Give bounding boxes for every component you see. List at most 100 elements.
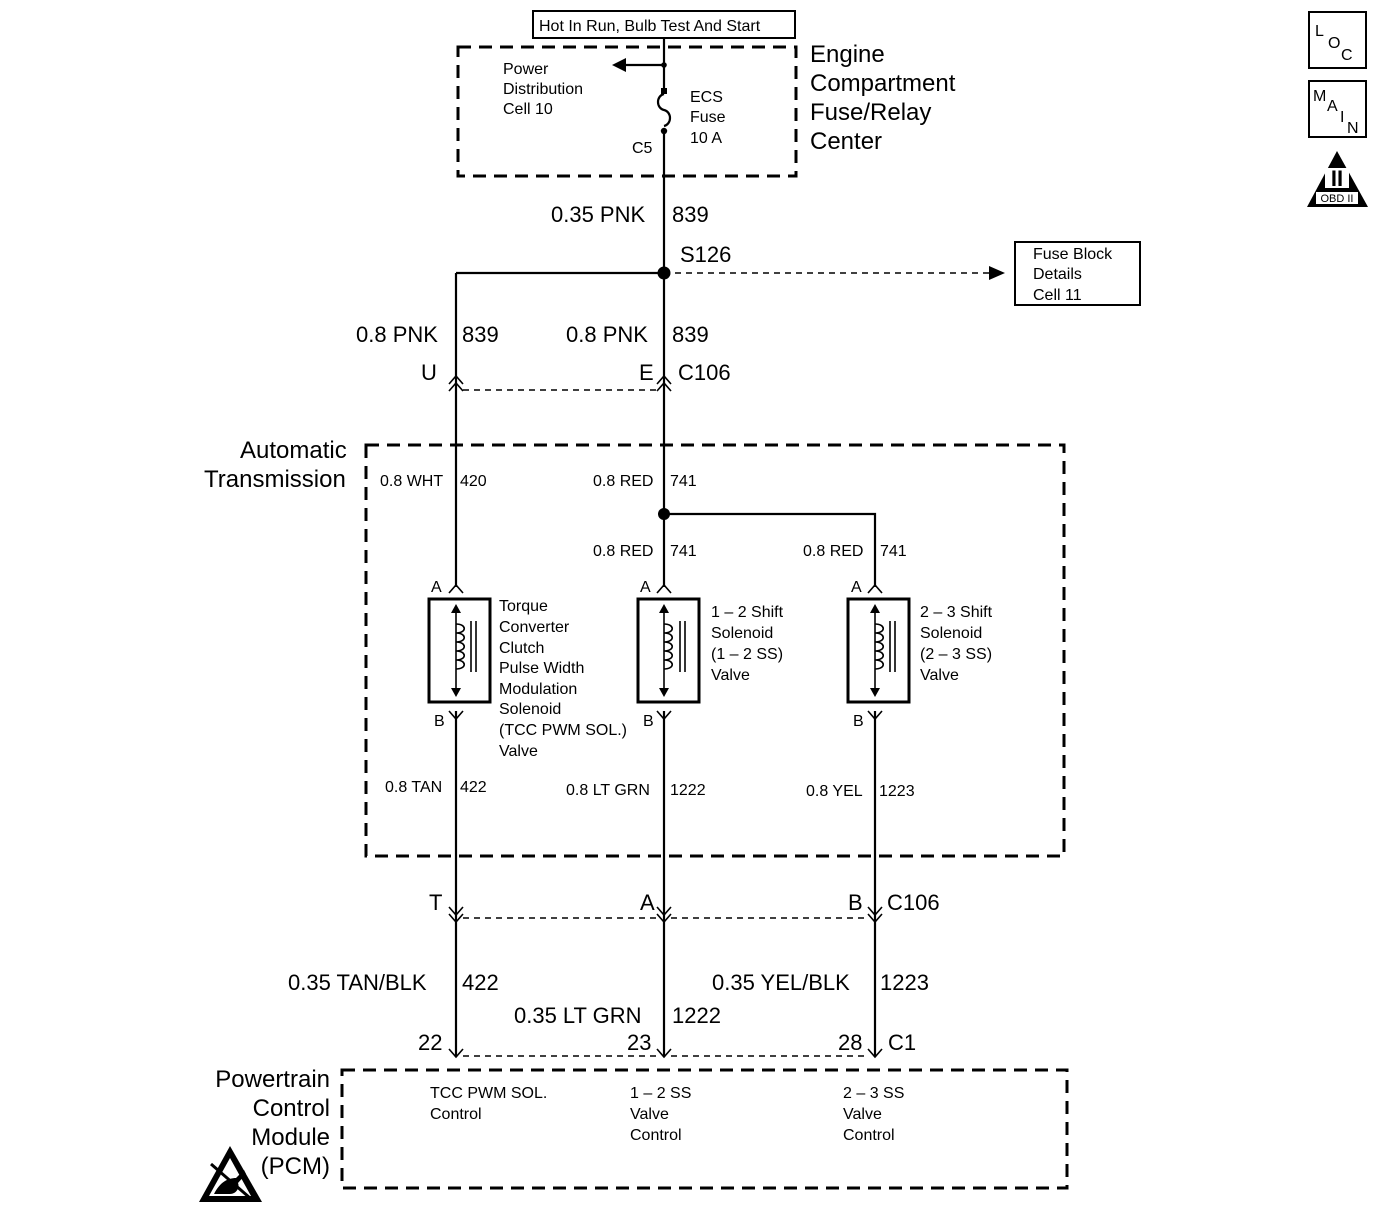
svg-text:2 – 3 SS: 2 – 3 SS xyxy=(843,1085,904,1102)
svg-text:Valve: Valve xyxy=(843,1106,882,1123)
wire-out-right-size-color: 0.8 YEL xyxy=(806,783,863,800)
svg-text:Details: Details xyxy=(1033,266,1082,283)
branch-right-size-color: 0.8 RED xyxy=(803,543,863,560)
svg-text:Valve: Valve xyxy=(499,743,538,760)
svg-text:II: II xyxy=(1331,166,1343,191)
svg-text:Cell 11: Cell 11 xyxy=(1033,287,1082,304)
pcm-connector-name: C1 xyxy=(888,1030,916,1055)
fuse-icon xyxy=(656,92,672,128)
upper-mid-wire-circuit: 839 xyxy=(672,322,709,347)
pcm-wire-left-size-color: 0.35 TAN/BLK xyxy=(288,970,427,995)
svg-text:Solenoid: Solenoid xyxy=(920,625,982,642)
connector-pin-28 xyxy=(867,1048,883,1059)
svg-text:Powertrain: Powertrain xyxy=(215,1066,330,1093)
connector-pin-a xyxy=(656,906,672,924)
wire-out-right-circuit: 1223 xyxy=(879,783,915,800)
svg-text:M: M xyxy=(1313,88,1326,105)
solenoid-1-label: Torque Converter Clutch Pulse Width Modu… xyxy=(499,598,627,760)
pcm-box xyxy=(340,1068,1069,1190)
svg-text:Modulation: Modulation xyxy=(499,681,577,698)
svg-text:(PCM): (PCM) xyxy=(261,1153,330,1180)
svg-text:Control: Control xyxy=(843,1127,895,1144)
coil-icon xyxy=(874,623,885,670)
svg-text:Center: Center xyxy=(810,128,882,155)
svg-text:Control: Control xyxy=(630,1127,682,1144)
automatic-transmission-box xyxy=(364,443,1066,858)
solenoid-2-pin-b: B xyxy=(643,713,654,730)
pcm-wire-right-circuit: 1223 xyxy=(880,970,929,995)
svg-text:1 – 2 SS: 1 – 2 SS xyxy=(630,1085,691,1102)
shift-1-2-solenoid: A B 1 – 2 Shift Solenoid (1 – 2 SS) Valv… xyxy=(636,579,784,730)
pcm-connector-pin-23: 23 xyxy=(627,1030,651,1055)
wire-in-left-size-color: 0.8 WHT xyxy=(380,473,443,490)
svg-text:Solenoid: Solenoid xyxy=(499,701,561,718)
svg-text:N: N xyxy=(1347,120,1359,137)
tcc-pwm-solenoid: A B Torque Converter Clutch Pulse Width … xyxy=(427,579,627,760)
svg-text:Converter: Converter xyxy=(499,619,570,636)
splice-label: S126 xyxy=(680,242,731,267)
svg-text:Pulse Width: Pulse Width xyxy=(499,660,584,677)
arrow-left-icon xyxy=(612,58,626,72)
branch-dot xyxy=(661,62,667,68)
arrow-down-icon xyxy=(451,688,461,697)
connector-pin-t xyxy=(448,906,464,924)
loc-badge-icon: L O C xyxy=(1308,11,1367,69)
pcm-connector-pin-28: 28 xyxy=(838,1030,862,1055)
pcm-wire-left-circuit: 422 xyxy=(462,970,499,995)
solenoid-2-pin-a: A xyxy=(640,579,651,596)
solenoid-3-pin-b: B xyxy=(853,713,864,730)
svg-text:Compartment: Compartment xyxy=(810,70,956,97)
top-connector-pin-u: U xyxy=(421,360,437,385)
solenoid-3-pin-a: A xyxy=(851,579,862,596)
connector-pin-u xyxy=(448,374,464,392)
power-source-label: Hot In Run, Bulb Test And Start xyxy=(539,18,761,35)
svg-text:Fuse/Relay: Fuse/Relay xyxy=(810,99,931,126)
branch-mid-size-color: 0.8 RED xyxy=(593,543,653,560)
power-distribution-label: Power Distribution Cell 10 xyxy=(503,61,583,118)
solenoid-1-pin-a: A xyxy=(431,579,442,596)
connector-pin-22 xyxy=(448,1048,464,1059)
pcm-wire-mid-circuit: 1222 xyxy=(672,1003,721,1028)
ecs-fuse-label: ECS Fuse 10 A xyxy=(690,89,726,147)
svg-text:Solenoid: Solenoid xyxy=(711,625,773,642)
esd-warning-icon xyxy=(199,1146,262,1202)
svg-text:(TCC PWM SOL.): (TCC PWM SOL.) xyxy=(499,722,627,739)
branch-mid-circuit: 741 xyxy=(670,543,697,560)
arrow-up-icon xyxy=(870,604,880,613)
svg-text:Cell 10: Cell 10 xyxy=(503,101,553,118)
pcm-title: Powertrain Control Module (PCM) xyxy=(215,1066,330,1180)
feed-wire-circuit: 839 xyxy=(672,202,709,227)
svg-text:Module: Module xyxy=(251,1124,330,1151)
svg-text:ECS: ECS xyxy=(690,89,723,106)
svg-text:O: O xyxy=(1328,35,1340,52)
pcm-input-tcc: TCC PWM SOL. Control xyxy=(430,1085,547,1123)
svg-text:(2 – 3 SS): (2 – 3 SS) xyxy=(920,646,992,663)
svg-text:(1 – 2 SS): (1 – 2 SS) xyxy=(711,646,783,663)
branch-right-circuit: 741 xyxy=(880,543,907,560)
solenoid-pin-a-mark xyxy=(867,583,883,594)
svg-text:Valve: Valve xyxy=(920,667,959,684)
main-badge-icon: M A I N xyxy=(1308,80,1367,138)
svg-text:Valve: Valve xyxy=(711,667,750,684)
wire-out-left-circuit: 422 xyxy=(460,779,487,796)
svg-text:1 – 2 Shift: 1 – 2 Shift xyxy=(711,604,784,621)
svg-text:Engine: Engine xyxy=(810,41,885,68)
pcm-wire-right-size-color: 0.35 YEL/BLK xyxy=(712,970,850,995)
pcm-input-1-2-ss: 1 – 2 SS Valve Control xyxy=(630,1085,691,1144)
upper-left-wire-size-color: 0.8 PNK xyxy=(356,322,438,347)
pcm-connector-pin-22: 22 xyxy=(418,1030,442,1055)
connector-c5-label: C5 xyxy=(632,140,653,157)
wire-out-mid-circuit: 1222 xyxy=(670,782,706,799)
svg-text:I: I xyxy=(1340,109,1344,126)
fuse-block-box xyxy=(1014,241,1141,306)
automatic-transmission-title: Automatic Transmission xyxy=(204,437,347,493)
arrow-up-icon xyxy=(659,604,669,613)
svg-text:Control: Control xyxy=(253,1095,330,1122)
wire-out-left-size-color: 0.8 TAN xyxy=(385,779,442,796)
feed-wire-size-color: 0.35 PNK xyxy=(551,202,645,227)
connector-pin-23 xyxy=(656,1048,672,1059)
bottom-connector-pin-t: T xyxy=(429,890,442,915)
arrow-down-icon xyxy=(870,688,880,697)
svg-text:Transmission: Transmission xyxy=(204,466,346,493)
